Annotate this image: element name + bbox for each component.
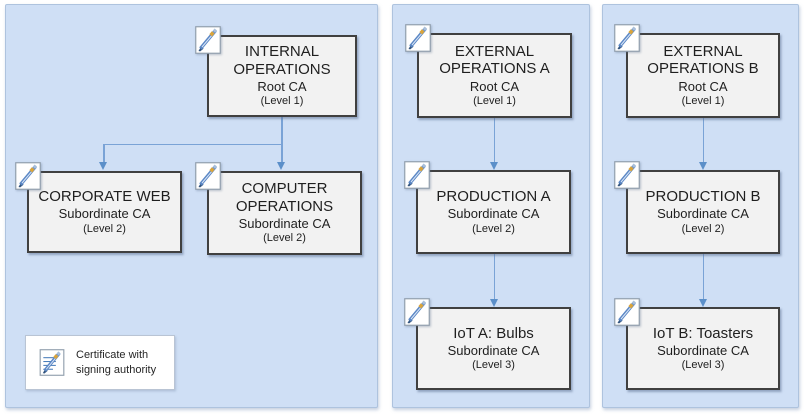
connector-ext-b-root-to-production: [702, 118, 704, 162]
arrowhead-iot-a: [489, 299, 498, 307]
ca-node-title: INTERNAL OPERATIONS: [233, 43, 331, 78]
ca-node-iot-b-toasters: IoT B: Toasters Subordinate CA (Level 3): [614, 298, 780, 390]
ca-node-title: IoT B: Toasters: [652, 324, 754, 342]
ca-node-level: (Level 2): [681, 222, 725, 235]
connector-internal-branch: [103, 143, 282, 145]
certificate-signing-icon: [195, 162, 221, 190]
connector-ext-a-root-to-production: [493, 118, 495, 162]
certificate-signing-icon: [404, 298, 430, 326]
ca-node-title: PRODUCTION B: [645, 188, 761, 206]
ca-node-level: (Level 1): [681, 94, 725, 107]
certificate-signing-icon: [38, 347, 66, 378]
ca-node-level: (Level 2): [472, 222, 515, 235]
ca-node-role: Subordinate CA: [238, 216, 331, 232]
arrowhead-corporate-web: [99, 162, 107, 170]
ca-node-title: EXTERNAL OPERATIONS A: [439, 42, 550, 78]
ca-node-corporate-web: CORPORATE WEB Subordinate CA (Level 2): [15, 162, 182, 253]
certificate-signing-icon: [404, 161, 430, 189]
ca-node-level: (Level 3): [681, 359, 725, 372]
ca-node-level: (Level 1): [260, 95, 304, 108]
ca-node-role: Subordinate CA: [58, 206, 151, 222]
ca-node-title: CORPORATE WEB: [38, 188, 171, 206]
ca-node-external-operations-b-root: EXTERNAL OPERATIONS B Root CA (Level 1): [614, 24, 780, 118]
ca-node-iot-a-bulbs: IoT A: Bulbs Subordinate CA (Level 3): [404, 298, 571, 390]
ca-node-role: Root CA: [678, 78, 728, 94]
ca-node-external-operations-a-root: EXTERNAL OPERATIONS A Root CA (Level 1): [405, 24, 572, 118]
ca-node-role: Subordinate CA: [657, 342, 749, 358]
ca-node-production-b: PRODUCTION B Subordinate CA (Level 2): [614, 161, 780, 254]
certificate-signing-icon: [195, 26, 221, 54]
connector-internal-root-to-computer: [281, 117, 283, 162]
ca-node-level: (Level 1): [473, 94, 516, 107]
ca-node-role: Subordinate CA: [447, 206, 540, 222]
ca-node-title: EXTERNAL OPERATIONS B: [647, 42, 759, 78]
ca-node-role: Subordinate CA: [657, 206, 749, 222]
legend-label: Certificate with signing authority: [76, 348, 157, 376]
ca-node-computer-operations: COMPUTER OPERATIONS Subordinate CA (Leve…: [195, 162, 362, 255]
ca-node-level: (Level 3): [472, 359, 515, 372]
ca-node-internal-operations-root: INTERNAL OPERATIONS Root CA (Level 1): [195, 26, 357, 117]
legend: Certificate with signing authority: [25, 335, 175, 390]
ca-node-role: Subordinate CA: [447, 342, 540, 358]
ca-node-title: IoT A: Bulbs: [453, 324, 534, 342]
connector-production-a-to-iot: [493, 254, 495, 299]
arrowhead-computer-operations: [277, 162, 285, 170]
certificate-signing-icon: [405, 24, 431, 52]
certificate-signing-icon: [614, 298, 640, 326]
connector-production-b-to-iot: [702, 254, 704, 299]
ca-node-level: (Level 2): [83, 222, 126, 235]
arrowhead-production-a: [489, 162, 498, 170]
ca-node-role: Root CA: [469, 78, 520, 94]
arrowhead-production-b: [698, 162, 707, 170]
ca-node-role: Root CA: [257, 79, 307, 95]
certificate-signing-icon: [614, 161, 640, 189]
arrowhead-iot-b: [698, 299, 707, 307]
connector-internal-root-to-corporate: [103, 143, 105, 162]
certificate-signing-icon: [15, 162, 41, 190]
ca-node-level: (Level 2): [263, 232, 306, 245]
ca-node-title: PRODUCTION A: [436, 188, 551, 206]
ca-node-title: COMPUTER OPERATIONS: [235, 180, 334, 215]
ca-node-production-a: PRODUCTION A Subordinate CA (Level 2): [404, 161, 571, 254]
certificate-signing-icon: [614, 24, 640, 52]
